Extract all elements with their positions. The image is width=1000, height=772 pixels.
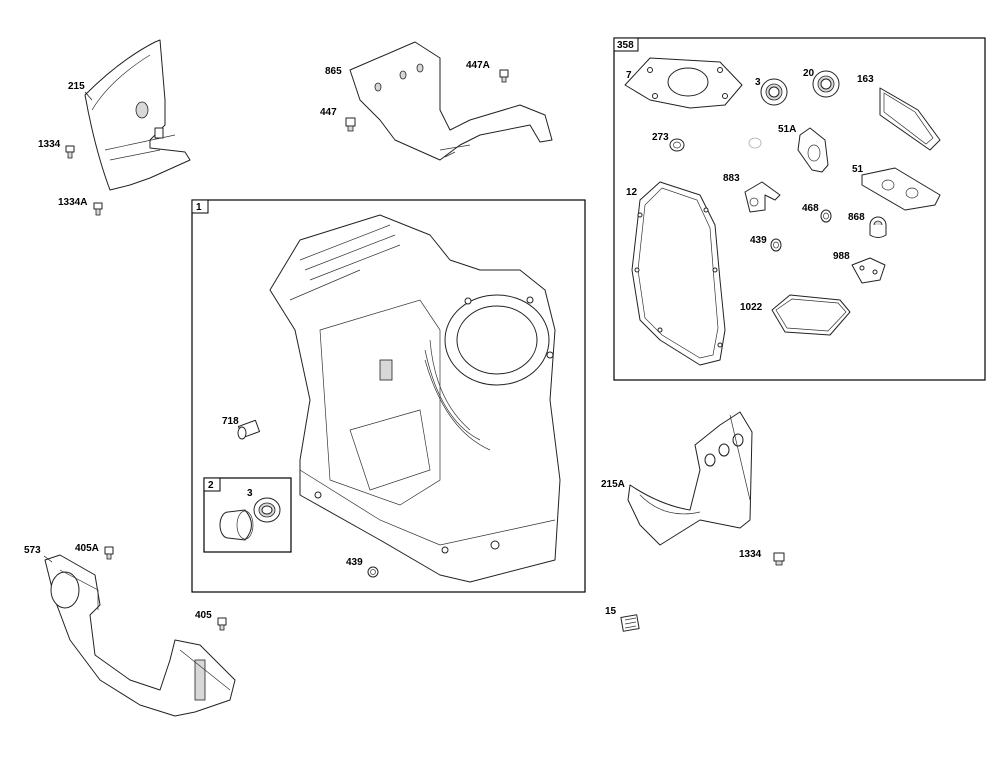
seal-3-box2[interactable] (253, 497, 281, 523)
label-215A: 215A (601, 479, 625, 490)
bolt-1334-top[interactable] (65, 145, 75, 159)
label-163: 163 (857, 74, 874, 85)
box-1-tag (191, 199, 209, 214)
label-447A: 447A (466, 60, 490, 71)
bolt-447[interactable] (345, 117, 356, 132)
shield-865[interactable] (349, 41, 553, 161)
plug-15[interactable] (620, 614, 640, 632)
label-865: 865 (325, 66, 342, 77)
label-447: 447 (320, 107, 337, 118)
label-1334-right: 1334 (739, 549, 762, 560)
label-439-kit: 439 (750, 235, 767, 246)
label-3-kit: 3 (755, 77, 761, 88)
gasket-12[interactable] (631, 181, 726, 366)
label-883: 883 (723, 173, 740, 184)
label-1022: 1022 (740, 302, 763, 313)
seal-3-kit[interactable] (760, 78, 788, 106)
label-468: 468 (802, 203, 819, 214)
label-15: 15 (605, 606, 617, 617)
crankcase[interactable] (269, 214, 561, 583)
seal-20[interactable] (812, 70, 840, 98)
box-2-tag (203, 477, 221, 492)
gasket-988[interactable] (851, 257, 886, 284)
box-1 (191, 199, 586, 593)
washer-439-main[interactable] (367, 566, 379, 578)
box-358 (613, 37, 986, 381)
label-573: 573 (24, 545, 41, 556)
box-358-tag (613, 37, 639, 52)
label-51: 51 (852, 164, 864, 175)
label-1334-top: 1334 (38, 139, 61, 150)
label-718: 718 (222, 416, 239, 427)
label-215: 215 (68, 81, 85, 92)
dowel-718[interactable] (237, 419, 261, 440)
gasket-883[interactable] (744, 181, 781, 213)
label-box-358: 358 (617, 40, 634, 51)
label-868: 868 (848, 212, 865, 223)
label-box-2: 2 (208, 480, 214, 491)
label-51A: 51A (778, 124, 796, 135)
label-1334A: 1334A (58, 197, 87, 208)
label-405A: 405A (75, 543, 99, 554)
label-20: 20 (803, 68, 815, 79)
bolt-1334A[interactable] (93, 202, 103, 216)
gasket-51[interactable] (861, 167, 941, 211)
head-gasket-7[interactable] (624, 57, 743, 109)
washer-273[interactable] (669, 138, 685, 152)
gasket-163[interactable] (879, 87, 941, 151)
shroud-215[interactable] (84, 39, 191, 191)
label-7: 7 (626, 70, 632, 81)
bearing-sleeve[interactable] (219, 509, 254, 541)
guard-573[interactable] (44, 554, 236, 717)
seal-868[interactable] (869, 216, 887, 238)
box-2 (203, 477, 292, 553)
washer-faint (748, 137, 762, 149)
oring-1022[interactable] (771, 294, 851, 336)
bracket-215A[interactable] (627, 411, 753, 546)
gasket-51A[interactable] (797, 127, 829, 173)
bolt-447A[interactable] (499, 69, 509, 83)
label-988: 988 (833, 251, 850, 262)
bolt-1334-right[interactable] (773, 552, 785, 566)
label-439-main: 439 (346, 557, 363, 568)
label-273: 273 (652, 132, 669, 143)
label-405: 405 (195, 610, 212, 621)
washer-468[interactable] (820, 209, 832, 223)
washer-439-kit[interactable] (770, 238, 782, 252)
bolt-405[interactable] (217, 617, 227, 631)
bolt-405A[interactable] (104, 546, 114, 560)
label-12: 12 (626, 187, 638, 198)
label-box-1: 1 (196, 202, 202, 213)
label-3-box2: 3 (247, 488, 253, 499)
